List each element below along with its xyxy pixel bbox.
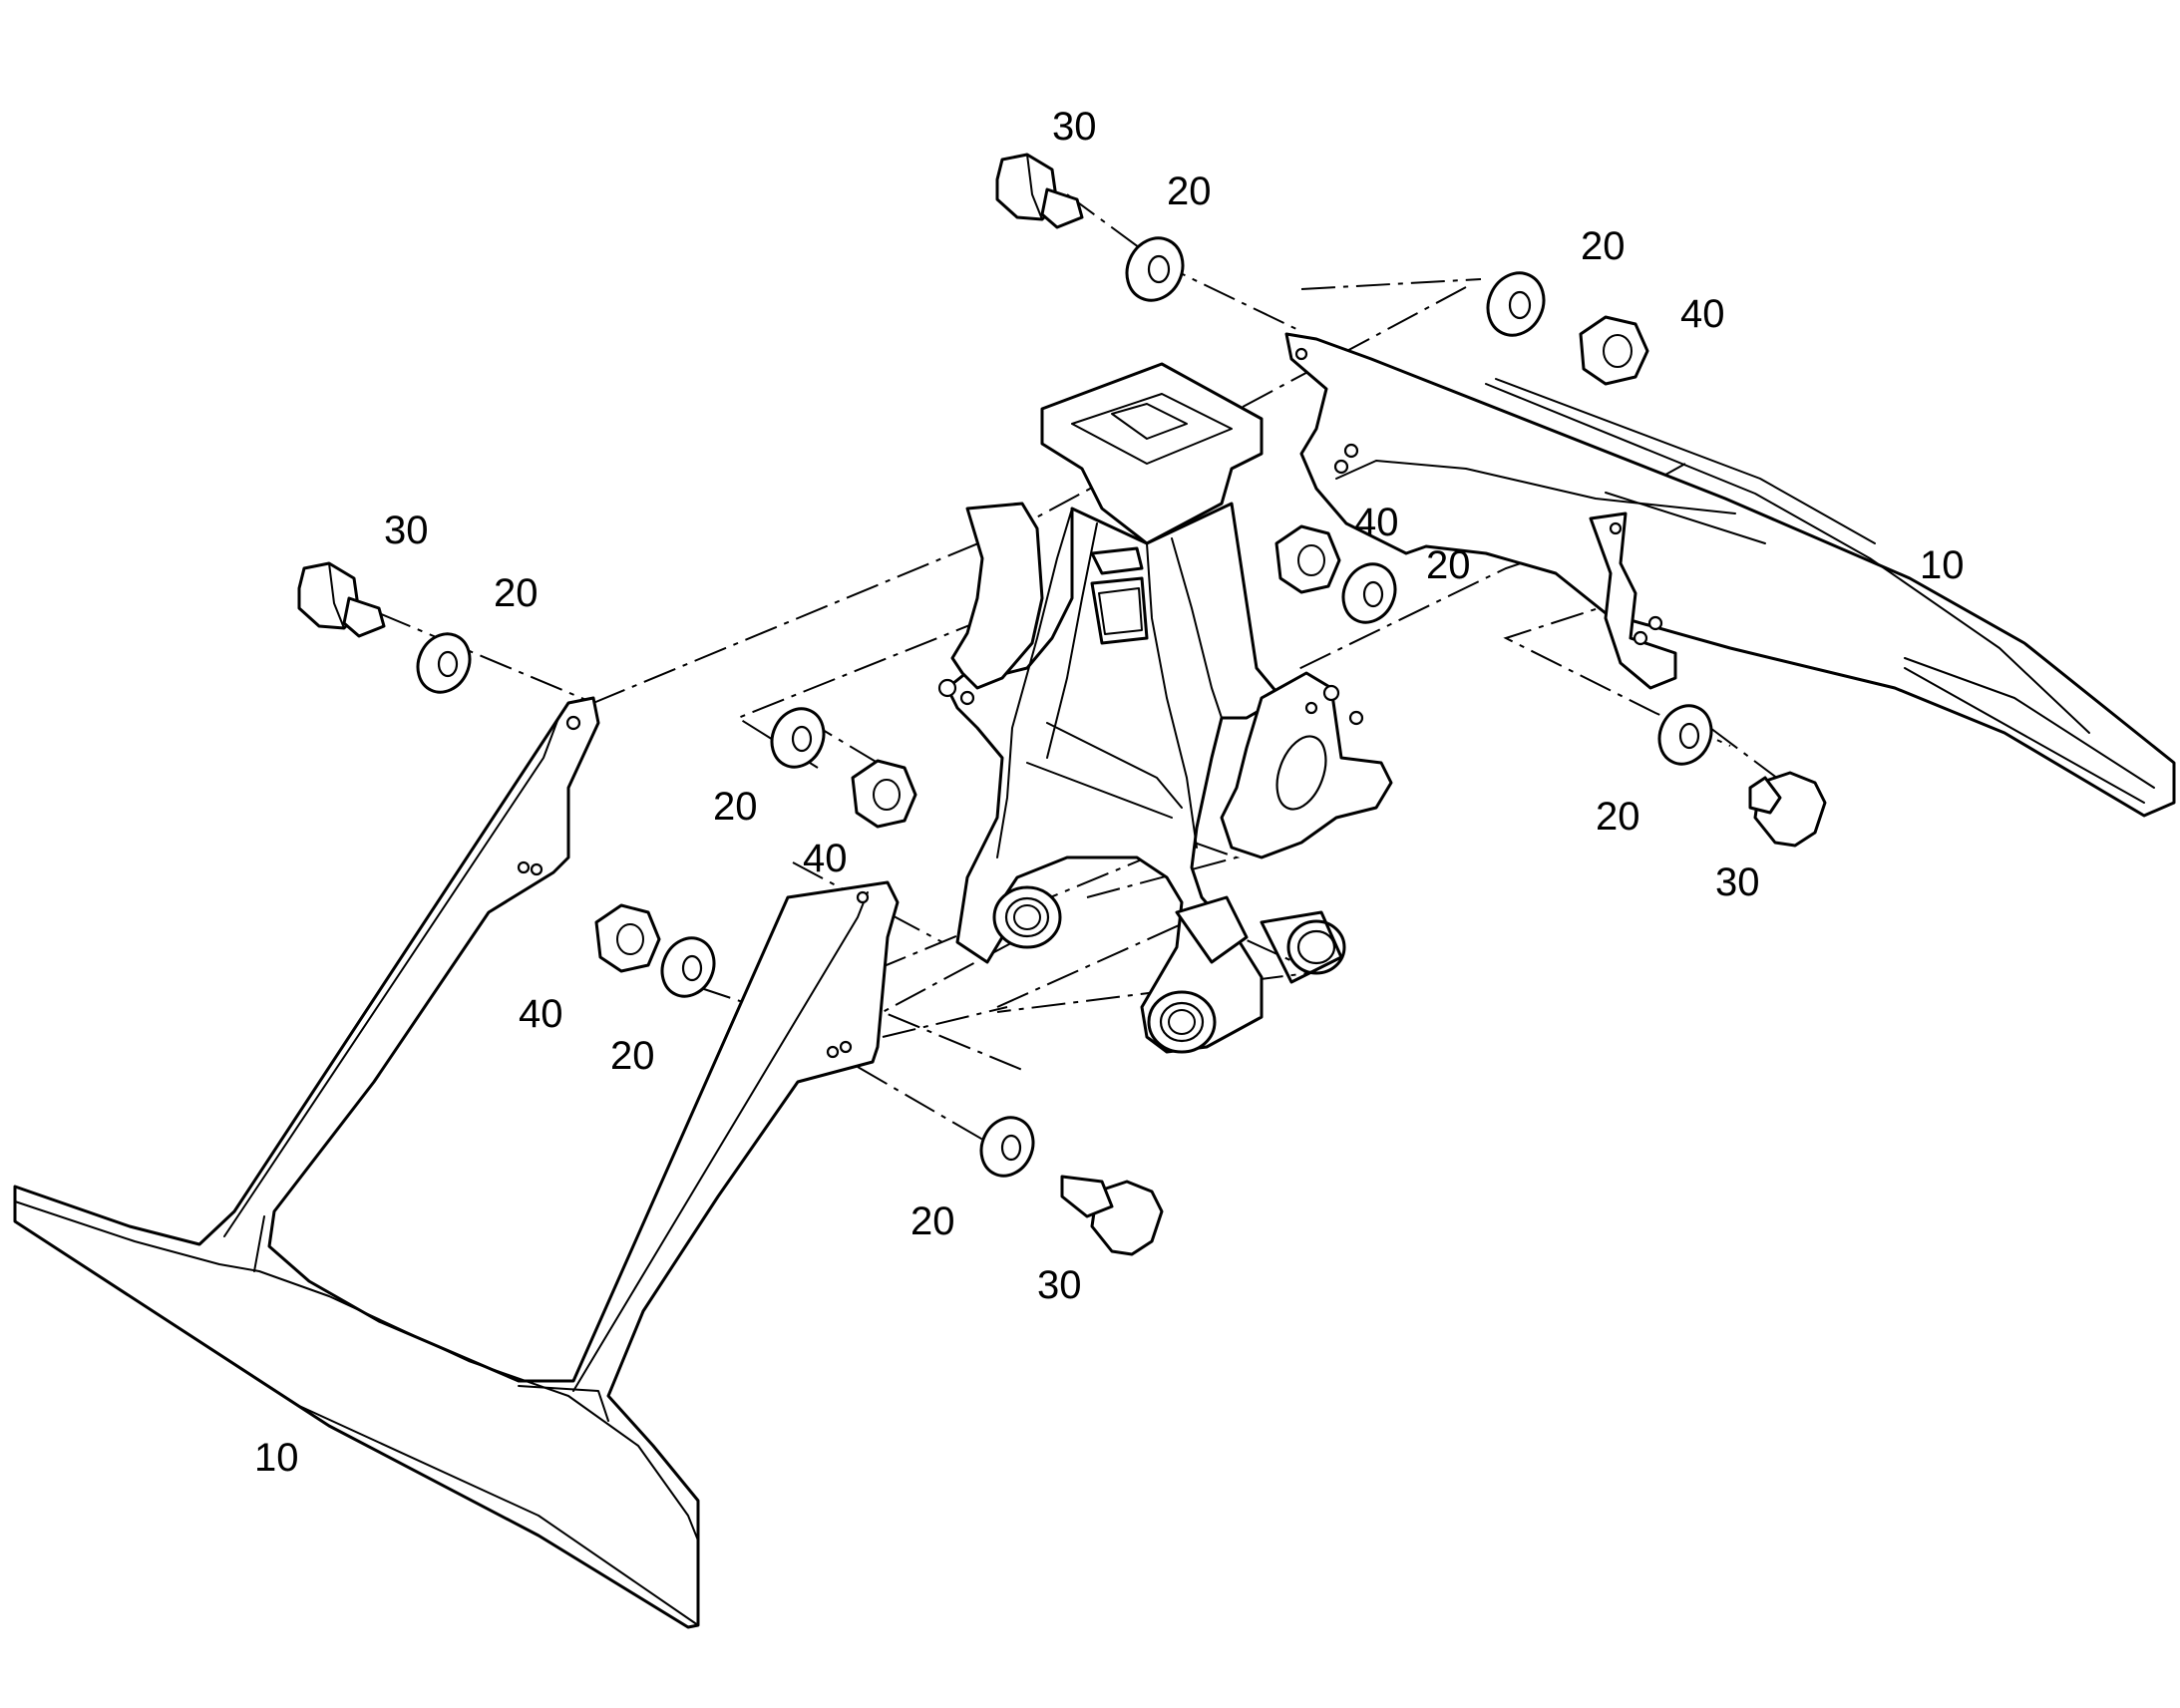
callout-bolt-left: 30 [384,509,429,552]
callout-washer-center: 20 [1426,543,1471,587]
washer-lower-left [660,936,716,998]
callout-nut-center: 40 [1354,501,1399,544]
callout-frame-rear: 10 [1920,543,1965,587]
callout-washer-left: 20 [494,571,539,615]
bolt-right [1748,771,1827,848]
nut-center [1274,524,1341,594]
callout-frame-front: 10 [254,1436,299,1480]
callout-nut-lower-left: 40 [519,992,563,1036]
washer-right [1657,704,1713,766]
rear-frame-upper-right [1284,332,2176,818]
callout-washer-lower-left: 20 [610,1034,655,1078]
callout-washer-mid-left: 20 [713,785,758,829]
central-pedestal-frame [937,362,1393,1054]
washer-mid-left [770,707,826,769]
washer-bottom [979,1116,1035,1178]
bolt-bottom [1060,1175,1164,1256]
washer-center [1341,562,1397,624]
callout-washer-bottom: 20 [910,1199,955,1243]
callout-nut-mid-left: 40 [803,837,848,880]
callout-bolt-top: 30 [1052,105,1097,149]
callout-bolt-right: 30 [1715,860,1760,904]
washer-top-right [1486,271,1546,337]
callout-washer-top-right: 20 [1581,224,1626,268]
bolt-top [995,153,1084,229]
nut-mid-left [851,759,917,829]
callout-nut-top-right: 40 [1680,292,1725,336]
nut-lower-left [594,903,661,973]
nut-top-right [1579,315,1649,386]
callout-bolt-bottom: 30 [1037,1263,1082,1307]
front-frame-lower-left [13,696,900,1629]
washer-top [1125,236,1185,302]
callout-washer-top: 20 [1167,170,1212,213]
bolt-left [297,561,386,638]
washer-left [416,632,472,694]
callout-washer-right: 20 [1596,795,1640,839]
callout-labels: 30 20 20 40 30 20 40 20 10 20 40 20 30 4… [254,105,1965,1480]
